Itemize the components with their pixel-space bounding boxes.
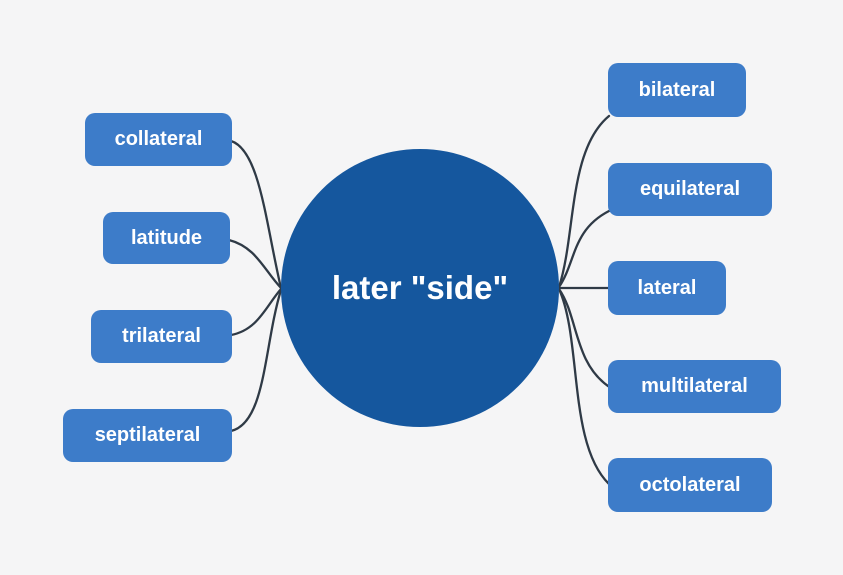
- node-label: septilateral: [94, 424, 201, 446]
- connector-septilateral: [229, 288, 283, 433]
- connector-collateral: [229, 139, 283, 290]
- connector-equilateral: [557, 209, 611, 289]
- node-label: collateral: [114, 128, 203, 150]
- connector-bilateral: [557, 114, 611, 289]
- center-topic[interactable]: later "side": [281, 149, 559, 427]
- node-equilateral[interactable]: equilateral: [608, 163, 772, 216]
- node-lateral[interactable]: lateral: [608, 261, 726, 315]
- node-octolateral[interactable]: octolateral: [608, 458, 772, 512]
- node-label: equilateral: [639, 178, 741, 200]
- center-topic-label: later "side": [331, 269, 509, 306]
- node-label: octolateral: [639, 473, 741, 496]
- node-label: lateral: [637, 276, 697, 299]
- node-collateral[interactable]: collateral: [85, 113, 232, 166]
- node-septilateral[interactable]: septilateral: [63, 409, 232, 462]
- connector-multilateral: [557, 287, 610, 388]
- node-latitude[interactable]: latitude: [103, 212, 230, 264]
- connector-latitude: [227, 238, 283, 290]
- node-label: bilateral: [638, 78, 716, 101]
- connector-octolateral: [557, 287, 611, 486]
- node-label: trilateral: [122, 325, 201, 347]
- node-label: multilateral: [641, 375, 748, 397]
- node-bilateral[interactable]: bilateral: [608, 63, 746, 117]
- node-trilateral[interactable]: trilateral: [91, 310, 232, 363]
- node-label: latitude: [130, 226, 203, 249]
- node-multilateral[interactable]: multilateral: [608, 360, 781, 413]
- connector-trilateral: [229, 287, 283, 337]
